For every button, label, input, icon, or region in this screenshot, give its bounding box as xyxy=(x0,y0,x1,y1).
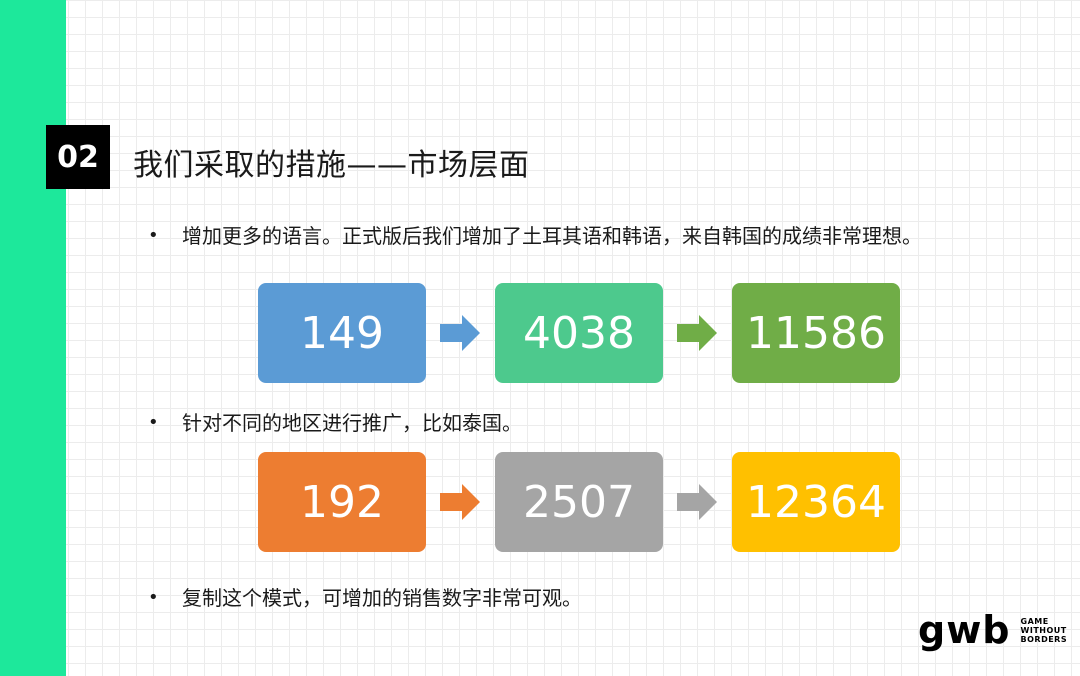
metric-box-4: 192 xyxy=(258,452,426,552)
bullet-item-2: • 针对不同的地区进行推广，比如泰国。 xyxy=(148,405,1048,441)
bullet-text: 针对不同的地区进行推广，比如泰国。 xyxy=(182,411,522,435)
arrow-right-icon xyxy=(440,315,480,351)
arrow-right-icon xyxy=(440,484,480,520)
bullet-marker: • xyxy=(148,587,159,608)
arrow-right-icon xyxy=(677,484,717,520)
bullet-marker: • xyxy=(148,225,159,246)
bullet-marker: • xyxy=(148,412,159,433)
metric-box-5: 2507 xyxy=(495,452,663,552)
metric-box-1: 149 xyxy=(258,283,426,383)
logo-mark: gwb xyxy=(918,608,1011,652)
page-title: 我们采取的措施——市场层面 xyxy=(133,148,530,183)
bullet-item-1: • 增加更多的语言。正式版后我们增加了土耳其语和韩语，来自韩国的成绩非常理想。 xyxy=(148,218,1048,254)
section-number: 02 xyxy=(46,125,110,189)
metric-box-2: 4038 xyxy=(495,283,663,383)
bullet-item-3: • 复制这个模式，可增加的销售数字非常可观。 xyxy=(148,580,1048,616)
logo-text: GAME WITHOUT BORDERS xyxy=(1020,616,1068,644)
bullet-text: 增加更多的语言。正式版后我们增加了土耳其语和韩语，来自韩国的成绩非常理想。 xyxy=(182,224,922,248)
accent-bar xyxy=(0,0,66,676)
metric-box-3: 11586 xyxy=(732,283,900,383)
logo: gwb GAME WITHOUT BORDERS xyxy=(918,608,1068,652)
arrow-right-icon xyxy=(677,315,717,351)
bullet-text: 复制这个模式，可增加的销售数字非常可观。 xyxy=(182,586,582,610)
metric-box-6: 12364 xyxy=(732,452,900,552)
